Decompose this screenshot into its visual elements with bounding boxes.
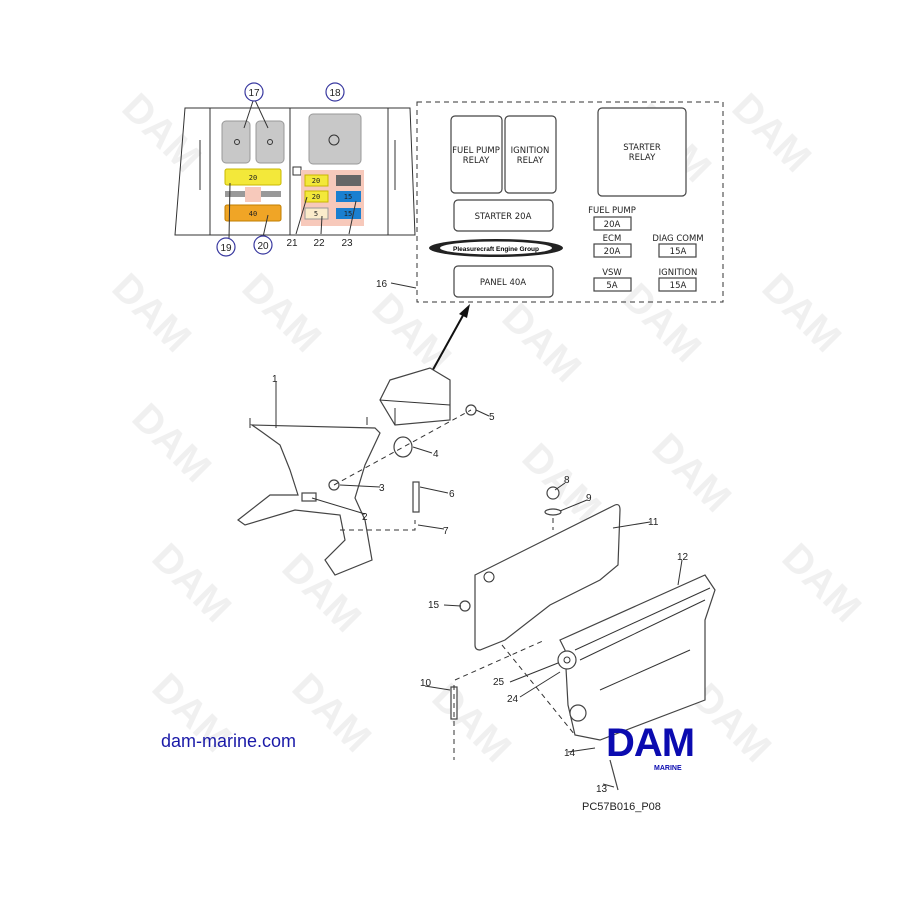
svg-text:20A: 20A: [604, 247, 621, 257]
fuse-19: [224, 168, 282, 186]
fuse-relay-legend: FUEL PUMP RELAY IGNITION RELAY STARTER R…: [376, 101, 724, 303]
svg-text:15A: 15A: [670, 247, 687, 257]
svg-text:DAM: DAM: [774, 535, 870, 631]
svg-text:9: 9: [586, 493, 592, 504]
svg-text:FUEL PUMP: FUEL PUMP: [588, 206, 636, 216]
svg-text:FUEL PUMP: FUEL PUMP: [452, 146, 500, 156]
svg-text:DAM: DAM: [124, 395, 220, 491]
relay-18: [308, 113, 362, 165]
washer-9: [544, 508, 562, 516]
fuse-23a: [336, 191, 361, 202]
fuse-23b: [336, 208, 361, 219]
svg-text:DAM: DAM: [424, 675, 520, 771]
svg-text:25: 25: [493, 677, 505, 688]
svg-text:RELAY: RELAY: [629, 153, 656, 163]
svg-text:RELAY: RELAY: [517, 156, 544, 166]
svg-text:12: 12: [677, 552, 689, 563]
svg-text:15: 15: [344, 210, 352, 218]
svg-text:22: 22: [313, 238, 325, 249]
svg-text:5A: 5A: [606, 281, 617, 291]
svg-text:STARTER: STARTER: [623, 143, 661, 153]
fuse-22: [304, 207, 329, 220]
nut-15: [459, 600, 471, 612]
svg-text:8: 8: [564, 475, 570, 486]
ecm-assembly: 8 9 10 11 12 13 14 15 24 25: [420, 475, 716, 795]
svg-text:16: 16: [376, 279, 388, 290]
svg-text:DAM: DAM: [234, 265, 330, 361]
svg-text:21: 21: [286, 238, 298, 249]
grommet-25: [557, 650, 577, 670]
website-link[interactable]: dam-marine.com: [161, 731, 297, 751]
svg-text:7: 7: [443, 526, 449, 537]
svg-text:Pleasurecraft Engine Group: Pleasurecraft Engine Group: [453, 246, 539, 253]
svg-text:VSW: VSW: [602, 268, 622, 278]
svg-text:19: 19: [220, 243, 232, 254]
svg-text:DAM: DAM: [494, 295, 590, 391]
svg-text:MARINE: MARINE: [654, 765, 682, 772]
svg-text:IGNITION: IGNITION: [659, 268, 698, 278]
fuse-20: [224, 204, 282, 222]
svg-text:40: 40: [249, 210, 257, 218]
relay-17a: [221, 120, 251, 164]
svg-text:RELAY: RELAY: [463, 156, 490, 166]
svg-text:20: 20: [249, 174, 257, 182]
svg-text:2: 2: [362, 512, 368, 523]
fuse-panel-illustration: 20 40 20 20 5 15 15 17 18 19 20 21 22 23: [174, 82, 416, 257]
svg-text:DAM: DAM: [104, 265, 200, 361]
svg-text:ECM: ECM: [603, 234, 622, 244]
svg-text:15: 15: [344, 193, 352, 201]
svg-text:DAM: DAM: [754, 265, 850, 361]
fuse-21b: [304, 190, 329, 203]
bracket-assembly: 1 2 3 4 5 6 7: [236, 367, 495, 576]
dam-marine-logo: DAM MARINE: [606, 721, 695, 772]
svg-text:STARTER 20A: STARTER 20A: [475, 212, 532, 222]
drawing-reference: PC57B016_P08: [582, 801, 661, 813]
svg-text:DAM: DAM: [284, 665, 380, 761]
screw-2: [301, 492, 317, 502]
svg-text:3: 3: [379, 483, 385, 494]
svg-text:PANEL 40A: PANEL 40A: [480, 278, 526, 288]
svg-text:6: 6: [449, 489, 455, 500]
svg-text:DAM: DAM: [144, 535, 240, 631]
svg-text:15A: 15A: [670, 281, 687, 291]
svg-text:DAM: DAM: [644, 425, 740, 521]
nut-8: [546, 486, 560, 500]
svg-text:13: 13: [596, 784, 608, 795]
svg-text:DAM: DAM: [364, 285, 460, 381]
svg-text:1: 1: [272, 374, 278, 385]
svg-text:5: 5: [489, 412, 495, 423]
svg-text:4: 4: [433, 449, 439, 460]
svg-text:DAM: DAM: [724, 85, 820, 181]
svg-text:24: 24: [507, 694, 519, 705]
svg-text:DIAG COMM: DIAG COMM: [652, 234, 703, 244]
svg-text:11: 11: [648, 517, 659, 528]
svg-text:10: 10: [420, 678, 432, 689]
svg-text:20: 20: [257, 241, 269, 252]
spacer-4: [393, 436, 413, 458]
svg-text:5: 5: [314, 210, 318, 218]
svg-text:18: 18: [329, 88, 341, 99]
svg-text:17: 17: [248, 88, 260, 99]
svg-text:DAM: DAM: [114, 85, 210, 181]
relay-17b: [255, 120, 285, 164]
arrow-to-legend: [429, 309, 467, 376]
svg-text:20A: 20A: [604, 220, 621, 230]
svg-text:15: 15: [428, 600, 440, 611]
svg-text:20: 20: [312, 193, 320, 201]
svg-text:20: 20: [312, 177, 320, 185]
fuse-21a: [304, 174, 329, 187]
svg-text:DAM: DAM: [606, 721, 694, 765]
fuse-slot-empty: [336, 175, 361, 186]
svg-text:23: 23: [341, 238, 353, 249]
svg-text:14: 14: [564, 748, 576, 759]
bolt-6: [412, 481, 420, 513]
svg-text:IGNITION: IGNITION: [511, 146, 550, 156]
